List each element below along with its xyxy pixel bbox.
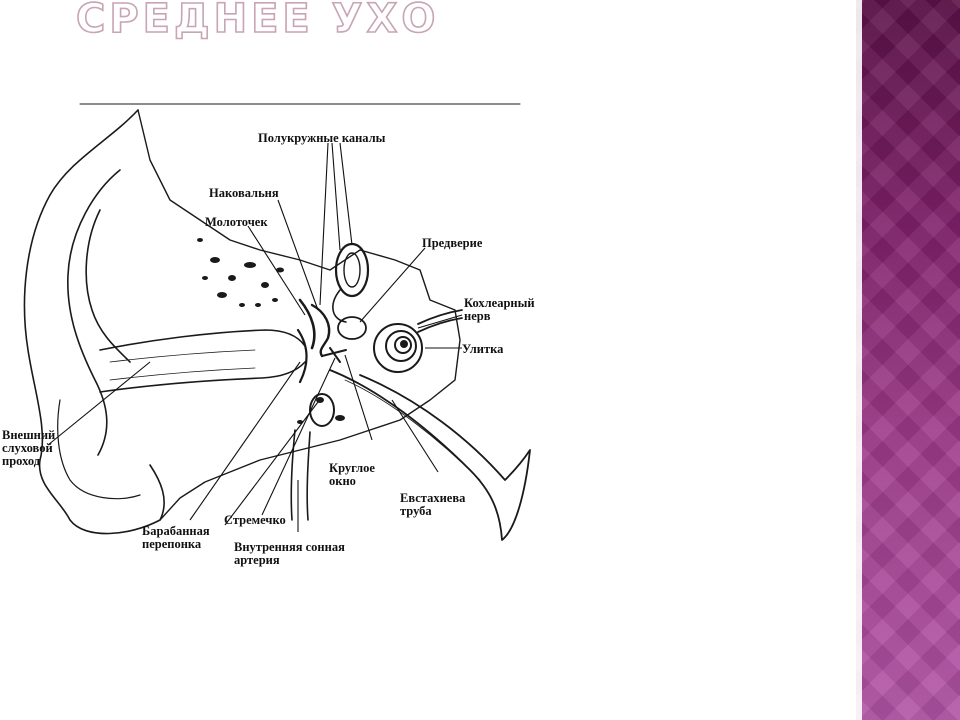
ear-illustration bbox=[23, 103, 531, 541]
label-stapes: Стремечко bbox=[224, 513, 286, 527]
label-internal-carotid-artery: Внутренняя сонная артерия bbox=[234, 540, 345, 567]
semicircular-canals-shape bbox=[334, 242, 370, 298]
decorative-side-band bbox=[856, 0, 960, 720]
stapes-shape bbox=[321, 347, 347, 363]
cochlea-shape bbox=[373, 323, 423, 373]
round-window-shape bbox=[309, 393, 335, 427]
label-cochlea: Улитка bbox=[462, 342, 504, 356]
eardrum-shape bbox=[296, 328, 308, 384]
cochlear-nerve-shape bbox=[417, 309, 463, 333]
carotid-shape bbox=[290, 429, 311, 521]
vestibule-shape bbox=[337, 316, 367, 340]
label-incus: Наковальня bbox=[209, 186, 279, 200]
label-vestibule: Предверие bbox=[422, 236, 483, 250]
ear-anatomy-diagram: Полукружные каналы Наковальня Молоточек … bbox=[0, 100, 560, 570]
label-cochlear-nerve: Кохлеарный нерв bbox=[464, 296, 535, 323]
label-eardrum: Барабанная перепонка bbox=[142, 524, 210, 551]
malleus-shape bbox=[298, 298, 316, 350]
auditory-canal bbox=[99, 329, 306, 351]
label-round-window: Круглое окно bbox=[329, 461, 375, 488]
slide-title: СРЕДНЕЕ УХО bbox=[75, 0, 440, 43]
temporal-bone bbox=[137, 109, 461, 521]
label-semicircular-canals: Полукружные каналы bbox=[258, 131, 386, 145]
label-eustachian-tube: Евстахиева труба bbox=[400, 491, 466, 518]
side-band-edge bbox=[856, 0, 862, 720]
side-band-pattern bbox=[856, 0, 960, 720]
incus-shape bbox=[310, 303, 331, 358]
label-external-ear-canal: Внешний слуховой проход bbox=[2, 428, 56, 468]
eustachian-tube-shape bbox=[329, 369, 531, 541]
outer-ear-outline bbox=[23, 109, 165, 535]
bone-texture bbox=[197, 238, 345, 424]
label-malleus: Молоточек bbox=[205, 215, 268, 229]
leader-lines bbox=[47, 142, 463, 532]
